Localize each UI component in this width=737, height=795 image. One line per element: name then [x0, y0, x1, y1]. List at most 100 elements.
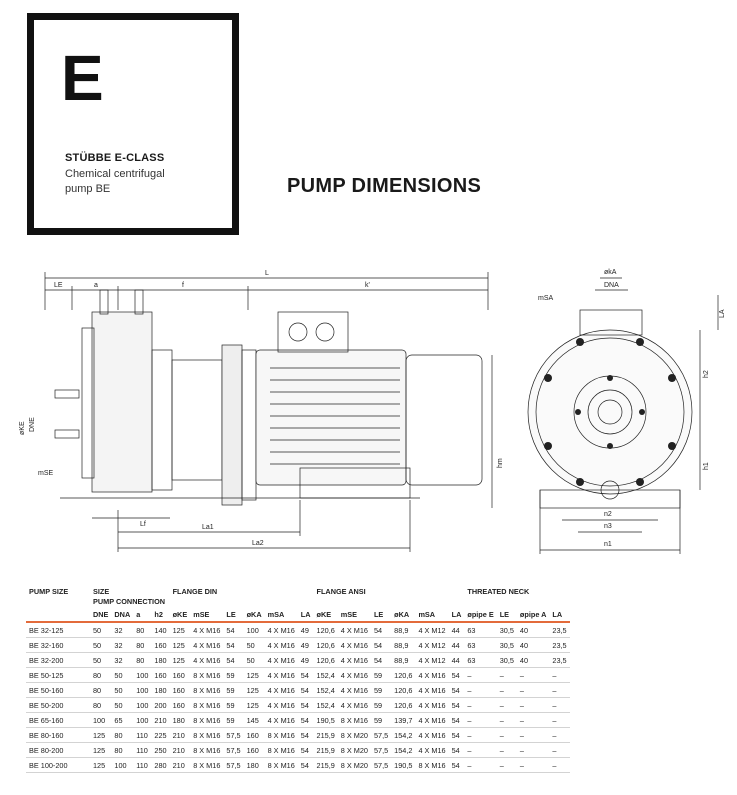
- table-cell: 110: [136, 760, 148, 770]
- table-cell: 8 X M16: [267, 745, 295, 755]
- table-cell: 59: [373, 685, 383, 695]
- table-cell: –: [499, 685, 504, 695]
- column-header: øpipe A: [519, 609, 547, 619]
- table-cell: 4 X M16: [267, 655, 295, 665]
- table-cell: 4 X M16: [267, 670, 295, 680]
- table-cell: 59: [373, 700, 383, 710]
- table-cell: 88,9: [394, 640, 409, 650]
- table-cell: 54: [226, 640, 235, 650]
- table-cell: 4 X M16: [193, 625, 221, 635]
- dim-label-n1: n1: [604, 541, 612, 548]
- table-cell: 63: [467, 655, 476, 665]
- table-cell: 80: [93, 700, 102, 710]
- column-header: øKE: [316, 609, 332, 619]
- pump-size-cell: BE 32-160: [29, 640, 64, 650]
- table-cell: 4 X M16: [267, 715, 295, 725]
- table-cell: 210: [172, 745, 185, 755]
- page-title: PUMP DIMENSIONS: [287, 175, 482, 197]
- table-cell: 152,4: [316, 685, 335, 695]
- table-cell: 125: [93, 730, 106, 740]
- table-cell: 215,9: [316, 745, 335, 755]
- table-cell: 160: [172, 700, 185, 710]
- table-cell: 8 X M20: [340, 760, 368, 770]
- table-cell: 160: [172, 670, 185, 680]
- table-cell: 100: [136, 685, 149, 695]
- table-cell: 80: [93, 685, 102, 695]
- table-cell: 160: [246, 730, 259, 740]
- table-cell: 120,6: [316, 655, 335, 665]
- column-header: øKA: [394, 609, 410, 619]
- table-cell: –: [467, 685, 472, 695]
- column-header: h2: [154, 609, 163, 619]
- table-cell: 110: [136, 745, 148, 755]
- table-cell: 32: [114, 655, 123, 665]
- dim-label-k: k': [365, 282, 370, 289]
- table-cell: 180: [154, 685, 167, 695]
- table-cell: –: [467, 715, 472, 725]
- table-cell: 280: [154, 760, 167, 770]
- table-cell: 152,4: [316, 670, 335, 680]
- table-cell: –: [519, 715, 524, 725]
- table-cell: 125: [172, 655, 185, 665]
- table-cell: 125: [93, 760, 106, 770]
- table-cell: 57,5: [226, 745, 241, 755]
- table-cell: 44: [451, 640, 460, 650]
- table-cell: 80: [136, 625, 145, 635]
- pump-size-cell: BE 100-200: [29, 760, 68, 770]
- dim-label-a: a: [94, 282, 98, 289]
- table-cell: 180: [246, 760, 259, 770]
- table-cell: 50: [93, 655, 102, 665]
- table-cell: 59: [226, 700, 235, 710]
- table-cell: 190,5: [394, 760, 413, 770]
- dim-label-n3: n3: [604, 523, 612, 530]
- table-cell: 49: [300, 640, 309, 650]
- table-cell: 160: [246, 745, 259, 755]
- group-header-pump-size: PUMP SIZE: [29, 587, 69, 596]
- column-header: øpipe E: [467, 609, 494, 619]
- table-cell: 30,5: [499, 625, 514, 635]
- table-cell: 54: [451, 670, 460, 680]
- dim-label-DNE: DNE: [29, 417, 36, 432]
- table-cell: 80: [136, 640, 145, 650]
- table-cell: 44: [451, 655, 460, 665]
- table-cell: 50: [114, 670, 123, 680]
- table-cell: 54: [300, 745, 309, 755]
- dim-label-hm: hm: [497, 458, 504, 468]
- table-cell: 8 X M16: [193, 760, 221, 770]
- dim-label-LA: LA: [719, 309, 726, 318]
- pump-size-cell: BE 32-200: [29, 655, 64, 665]
- table-cell: 57,5: [373, 745, 389, 755]
- table-cell: 4 X M16: [340, 670, 368, 680]
- table-cell: 65: [114, 715, 123, 725]
- dim-label-LE: LE: [54, 282, 63, 289]
- table-cell: 63: [467, 625, 476, 635]
- table-cell: 54: [451, 760, 460, 770]
- table-cell: 23,5: [552, 640, 567, 650]
- table-cell: –: [552, 700, 557, 710]
- table-cell: 4 X M16: [340, 700, 368, 710]
- table-cell: 54: [373, 640, 383, 650]
- column-header: LE: [499, 609, 510, 619]
- table-cell: 154,2: [394, 745, 413, 755]
- table-cell: –: [552, 670, 557, 680]
- table-cell: 100: [136, 670, 149, 680]
- table-cell: 57,5: [373, 760, 389, 770]
- table-cell: 100: [136, 715, 149, 725]
- table-cell: 88,9: [394, 625, 409, 635]
- table-cell: 59: [226, 670, 235, 680]
- table-cell: 59: [373, 715, 383, 725]
- table-cell: 8 X M16: [267, 730, 295, 740]
- table-cell: 30,5: [499, 640, 514, 650]
- series-badge-left-edge: [27, 13, 34, 235]
- dim-label-mSE: mSE: [38, 470, 54, 477]
- pump-size-cell: BE 65-160: [29, 715, 64, 725]
- table-cell: 8 X M16: [418, 760, 446, 770]
- table-cell: 32: [114, 640, 123, 650]
- column-header: a: [136, 609, 141, 619]
- column-header: DNA: [114, 609, 131, 619]
- group-header-flange-ansi: FLANGE ANSI: [316, 587, 366, 596]
- table-cell: 54: [226, 655, 235, 665]
